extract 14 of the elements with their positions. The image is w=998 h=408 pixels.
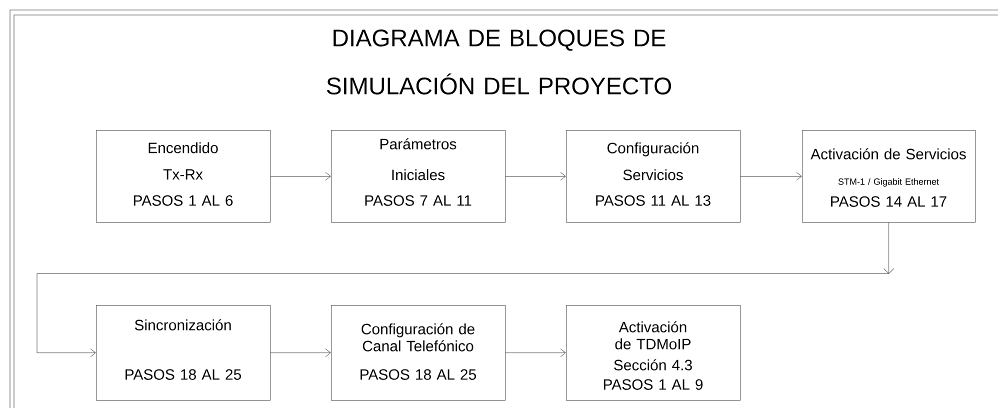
process-box: Configuración de Canal Telefónico PASOS 18 AL 25: [331, 305, 506, 401]
arrow: [270, 172, 331, 181]
arrow: [505, 172, 566, 181]
process-box: Configuración Servicios PASOS 11 AL 13: [566, 130, 741, 223]
title: DIAGRAMA DE BLOQUES DE SIMULACIÓN DEL PROYECTO: [326, 30, 671, 94]
process-box: Activación de TDMoIP Sección 4.3 PASOS 1 AL 9: [566, 305, 741, 401]
arrow: [740, 172, 802, 181]
arrow: [36, 222, 894, 358]
process-box: Encendido Tx-Rx PASOS 1 AL 6: [96, 130, 271, 223]
process-box: Activación de Servicios STM-1 / Gigabit Ethernet PASOS 14 AL 17: [802, 130, 976, 223]
process-box: Sincronización PASOS 18 AL 25: [96, 305, 271, 401]
arrow: [505, 348, 566, 358]
process-box: Parámetros Iniciales PASOS 7 AL 11: [331, 130, 506, 223]
arrow: [270, 348, 331, 358]
